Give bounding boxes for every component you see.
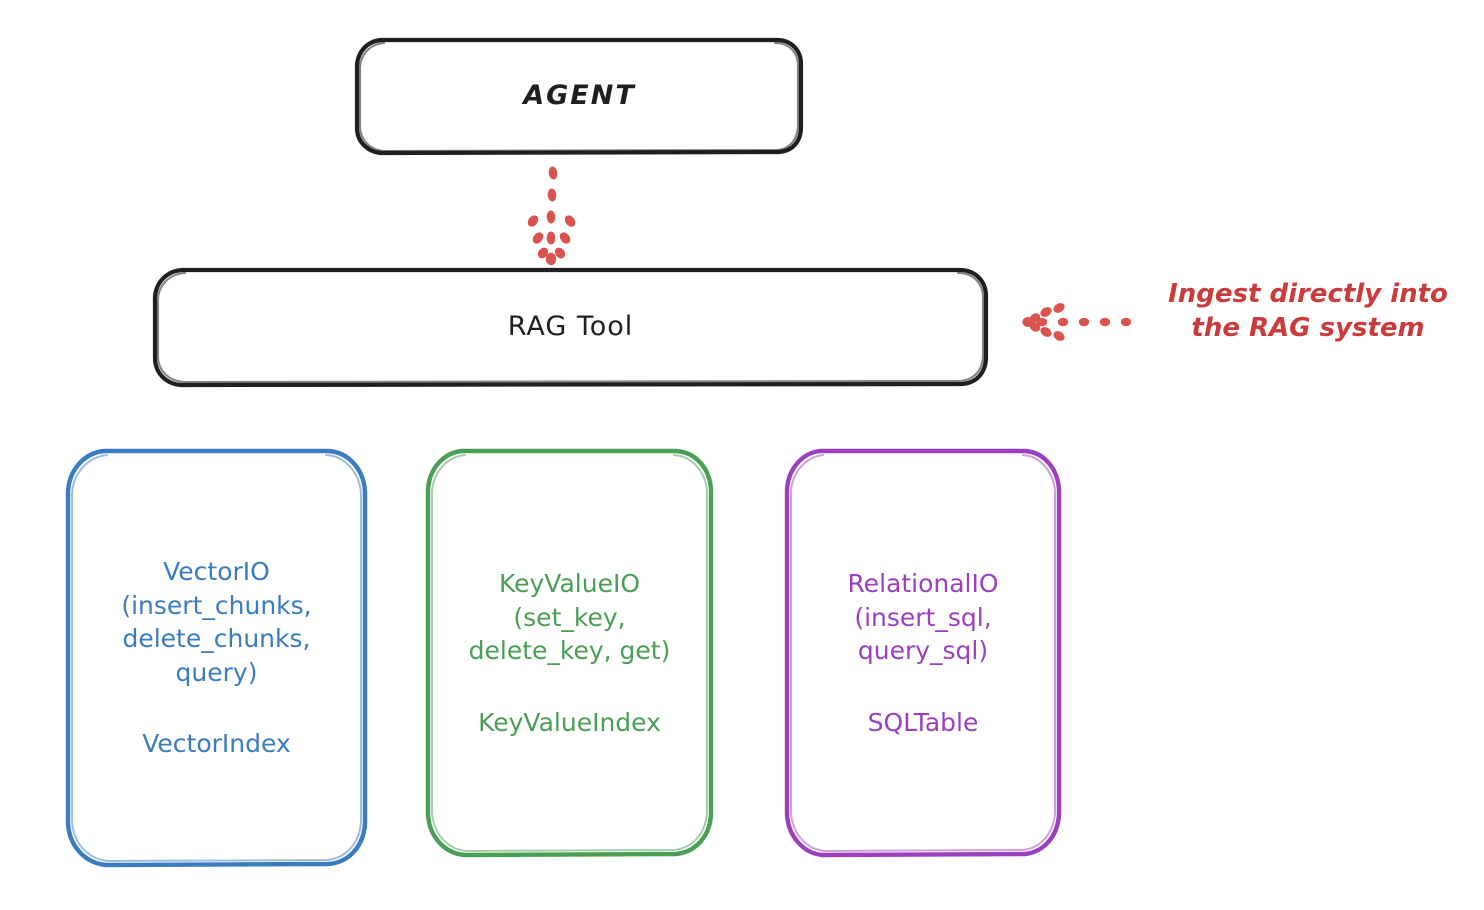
connector-ingest-to-rag-tool	[1022, 303, 1132, 341]
node-relational-io-title: RelationalIO (insert_sql, query_sql)	[847, 569, 999, 665]
annotation-ingest: Ingest directly into the RAG system	[1148, 278, 1468, 346]
node-key-value-io-title: KeyValueIO (set_key, delete_key, get)	[468, 569, 671, 665]
vector-io-box-outline	[65, 448, 368, 868]
node-key-value-io-subtitle: KeyValueIndex	[478, 707, 661, 737]
key-value-io-box-outline	[425, 448, 714, 858]
node-vector-io-title: VectorIO (insert_chunks, delete_chunks, …	[121, 557, 312, 687]
node-rag-tool-label: RAG Tool	[507, 310, 634, 342]
node-key-value-io[interactable]: KeyValueIO (set_key, delete_key, get) Ke…	[427, 450, 712, 856]
node-agent[interactable]: AGENT	[357, 39, 802, 154]
node-agent-label: AGENT	[523, 80, 636, 112]
node-rag-tool[interactable]: RAG Tool	[155, 269, 986, 385]
annotation-ingest-text: Ingest directly into the RAG system	[1168, 279, 1448, 343]
rag-tool-box-outline	[152, 267, 989, 388]
node-vector-io[interactable]: VectorIO (insert_chunks, delete_chunks, …	[68, 450, 365, 866]
agent-box-outline	[354, 37, 804, 156]
node-relational-io-subtitle: SQLTable	[867, 707, 979, 737]
relational-io-box-outline	[784, 448, 1062, 858]
node-relational-io[interactable]: RelationalIO (insert_sql, query_sql) SQL…	[787, 450, 1059, 856]
connector-agent-to-rag-tool	[527, 166, 576, 266]
node-vector-io-subtitle: VectorIndex	[142, 729, 291, 759]
